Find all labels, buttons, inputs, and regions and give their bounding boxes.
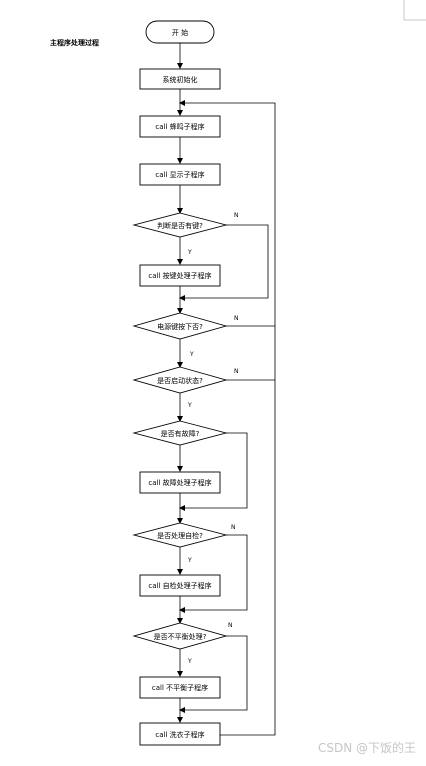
svg-text:call 洗衣子程序: call 洗衣子程序 — [155, 730, 204, 739]
edge-fault-no — [179, 432, 248, 511]
node-unbalance-check: 是否不平衡处理? — [132, 622, 228, 650]
node-fault-proc: call 故障处理子程序 — [139, 471, 221, 494]
node-start: 开 始 — [145, 20, 215, 44]
svg-text:判断是否有键?: 判断是否有键? — [157, 221, 203, 230]
label-unbalance-no: N — [228, 622, 233, 629]
node-selfcheck-proc: call 自检处理子程序 — [139, 574, 221, 597]
label-power-no: N — [234, 315, 239, 322]
edge-keycheck-no — [179, 224, 269, 301]
node-buzzer: call 蜂鸣子程序 — [139, 115, 221, 138]
label-unbalance-yes: Y — [187, 658, 192, 665]
svg-text:call 不平衡子程序: call 不平衡子程序 — [152, 683, 208, 692]
svg-text:call 自检处理子程序: call 自检处理子程序 — [148, 581, 211, 590]
svg-text:电源键按下否?: 电源键按下否? — [157, 322, 203, 331]
node-wash: call 洗衣子程序 — [139, 722, 221, 746]
label-power-yes: Y — [189, 351, 194, 358]
node-key-proc: call 按键处理子程序 — [139, 264, 221, 287]
label-selfcheck-no: N — [231, 524, 236, 531]
node-selfcheck: 是否处理自检? — [132, 522, 228, 548]
svg-text:call 按键处理子程序: call 按键处理子程序 — [148, 271, 211, 280]
node-unbalance-proc: call 不平衡子程序 — [139, 676, 221, 699]
label-startstate-yes: Y — [187, 402, 192, 409]
node-start-state: 是否启动状态? — [132, 366, 228, 394]
node-init: 系统初始化 — [139, 68, 221, 90]
svg-text:call 显示子程序: call 显示子程序 — [155, 170, 204, 179]
svg-text:call 蜂鸣子程序: call 蜂鸣子程序 — [155, 122, 204, 131]
edge-selfcheck-no — [179, 534, 248, 613]
svg-text:call 故障处理子程序: call 故障处理子程序 — [148, 478, 211, 487]
page-corner-mark — [403, 0, 426, 21]
node-power-key: 电源键按下否? — [132, 312, 228, 340]
node-fault-check: 是否有故障? — [132, 420, 228, 446]
svg-text:是否有故障?: 是否有故障? — [161, 429, 200, 438]
svg-text:是否不平衡处理?: 是否不平衡处理? — [154, 632, 207, 641]
node-display: call 显示子程序 — [139, 163, 221, 186]
label-selfcheck-yes: Y — [187, 557, 192, 564]
label-keycheck-no: N — [234, 212, 239, 219]
edge-unbalance-no — [179, 635, 248, 713]
svg-text:开 始: 开 始 — [172, 28, 188, 37]
label-keycheck-yes: Y — [187, 249, 192, 256]
label-startstate-no: N — [234, 368, 239, 375]
svg-text:是否启动状态?: 是否启动状态? — [157, 376, 203, 385]
edge-loop-back — [179, 100, 276, 736]
svg-text:系统初始化: 系统初始化 — [163, 75, 198, 84]
svg-text:是否处理自检?: 是否处理自检? — [157, 531, 203, 540]
watermark: CSDN @下饭的王 — [318, 740, 416, 755]
diagram-title: 主程序处理过程 — [50, 38, 99, 47]
node-key-check: 判断是否有键? — [132, 212, 228, 238]
